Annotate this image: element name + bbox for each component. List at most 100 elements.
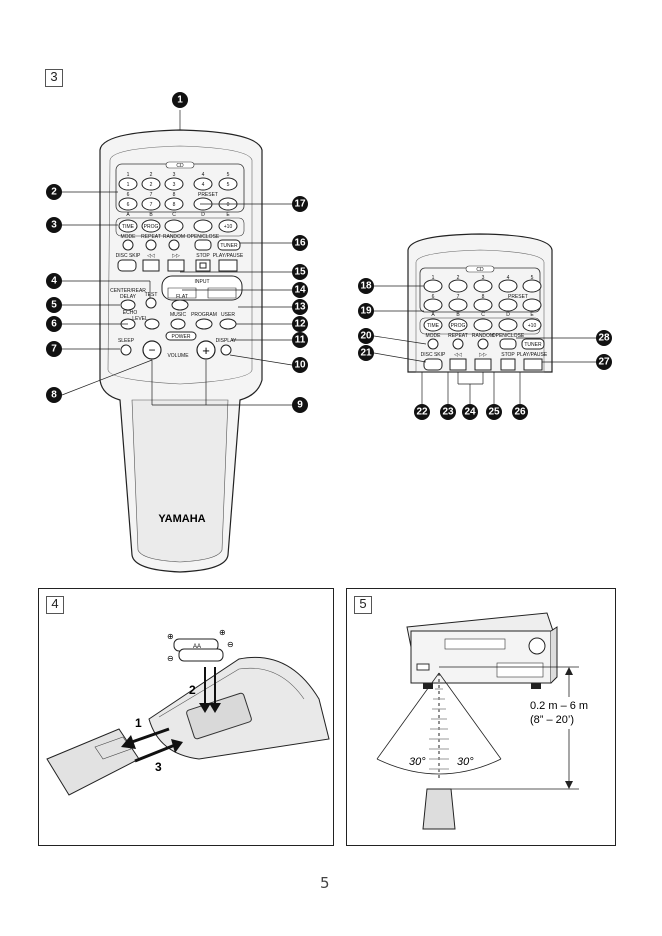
svg-text:STOP: STOP bbox=[501, 352, 515, 358]
callout-20: 20 bbox=[360, 331, 372, 342]
svg-text:PLAY/PAUSE: PLAY/PAUSE bbox=[517, 352, 548, 358]
svg-text:+10: +10 bbox=[528, 323, 537, 329]
svg-text:TUNER: TUNER bbox=[524, 342, 542, 348]
svg-text:A: A bbox=[126, 212, 130, 218]
callout-13: 13 bbox=[294, 302, 306, 313]
digit-label: 5 bbox=[227, 172, 230, 178]
digit-row-1: 1 2 3 4 5 1 2 3 4 5 bbox=[118, 172, 238, 191]
svg-text:6: 6 bbox=[127, 202, 130, 208]
callout-8: 8 bbox=[51, 390, 57, 401]
figure-5-panel: 5 30° 30° 0.2 m bbox=[346, 588, 616, 846]
svg-text:⊕: ⊕ bbox=[167, 632, 174, 641]
callout-27: 27 bbox=[598, 357, 610, 368]
callout-5: 5 bbox=[51, 300, 57, 311]
callout-19: 19 bbox=[360, 306, 372, 317]
svg-text:D: D bbox=[201, 212, 205, 218]
svg-text:REPEAT: REPEAT bbox=[448, 333, 468, 339]
callout-11: 11 bbox=[295, 335, 306, 346]
svg-text:PROG: PROG bbox=[451, 323, 466, 329]
svg-text:⊖: ⊖ bbox=[227, 640, 234, 649]
callout-15: 15 bbox=[294, 267, 306, 278]
svg-text:TIME: TIME bbox=[122, 224, 135, 230]
remote-diagram-small: CD 1 2 3 4 5 6 7 8 PRESET A B C D E TIME… bbox=[358, 233, 612, 420]
svg-text:◁◁: ◁◁ bbox=[454, 352, 462, 358]
mode-row: MODE REPEAT RANDOM OPEN/CLOSE TUNER bbox=[121, 234, 241, 251]
svg-text:TIME: TIME bbox=[427, 323, 440, 329]
svg-text:E: E bbox=[226, 212, 230, 218]
letter-row: A B C D E TIME PROG +10 bbox=[115, 212, 245, 237]
svg-text:5: 5 bbox=[531, 275, 534, 281]
callouts-right-large: 17 16 15 14 13 12 11 10 9 bbox=[292, 196, 308, 413]
digit-button-1: 1 bbox=[127, 182, 130, 188]
digit-label: 2 bbox=[150, 172, 153, 178]
callout-3: 3 bbox=[51, 220, 57, 231]
svg-text:1: 1 bbox=[432, 275, 435, 281]
svg-text:4: 4 bbox=[507, 275, 510, 281]
svg-text:REPEAT: REPEAT bbox=[141, 234, 161, 240]
svg-text:▷▷: ▷▷ bbox=[172, 253, 180, 259]
svg-text:PROG: PROG bbox=[144, 224, 159, 230]
figure-4-panel: 4 AA ⊕ ⊖ ⊕ ⊖ 2 1 3 bbox=[38, 588, 334, 846]
digit-label: 3 bbox=[173, 172, 176, 178]
svg-text:CD: CD bbox=[476, 267, 484, 273]
angle-left-label: 30° bbox=[409, 756, 426, 768]
digit-label: 6 bbox=[127, 192, 130, 198]
svg-text:CENTER/REAR: CENTER/REAR bbox=[110, 288, 146, 294]
svg-text:AA: AA bbox=[193, 644, 201, 650]
svg-text:RANDOM: RANDOM bbox=[163, 234, 185, 240]
digit-label: 8 bbox=[173, 192, 176, 198]
distance-imperial-label: (8” – 20’) bbox=[530, 714, 574, 726]
operating-range-diagram: 30° 30° 0.2 m – 6 m (8” – 20’) bbox=[376, 612, 595, 830]
callout-17: 17 bbox=[294, 199, 306, 210]
callout-24: 24 bbox=[464, 407, 476, 418]
input-label: INPUT bbox=[195, 279, 210, 285]
svg-text:+: + bbox=[202, 343, 210, 358]
svg-text:3: 3 bbox=[482, 275, 485, 281]
callout-16: 16 bbox=[294, 238, 306, 249]
callout-21: 21 bbox=[360, 348, 372, 359]
figure-number-3: 3 bbox=[45, 69, 63, 87]
svg-text:POWER: POWER bbox=[172, 334, 191, 340]
svg-text:TEST: TEST bbox=[145, 292, 158, 298]
svg-text:RANDOM: RANDOM bbox=[472, 333, 494, 339]
brand-logo: YAMAHA bbox=[158, 513, 205, 525]
callout-18: 18 bbox=[360, 281, 372, 292]
svg-text:8: 8 bbox=[173, 202, 176, 208]
svg-text:SLEEP: SLEEP bbox=[118, 338, 135, 344]
cd-section-label: CD bbox=[176, 163, 184, 169]
preset-label: PRESET bbox=[198, 192, 218, 198]
callout-25: 25 bbox=[488, 407, 500, 418]
callout-2: 2 bbox=[51, 187, 57, 198]
svg-text:MODE: MODE bbox=[426, 333, 442, 339]
callout-14: 14 bbox=[294, 285, 306, 296]
svg-text:DELAY: DELAY bbox=[120, 294, 137, 300]
svg-text:A: A bbox=[431, 312, 435, 318]
digit-button-5: 5 bbox=[227, 182, 230, 188]
callout-23: 23 bbox=[442, 407, 454, 418]
callout-7: 7 bbox=[51, 344, 57, 355]
svg-text:B: B bbox=[149, 212, 153, 218]
callout-26: 26 bbox=[514, 407, 526, 418]
svg-text:7: 7 bbox=[150, 202, 153, 208]
svg-text:B: B bbox=[456, 312, 460, 318]
remote-diagram-large: CD 1 2 3 4 5 1 2 3 4 5 6 7 8 PRESET 6 7 … bbox=[46, 92, 612, 573]
step-3-label: 3 bbox=[155, 760, 162, 774]
callout-12: 12 bbox=[294, 319, 306, 330]
svg-text:ECHO: ECHO bbox=[123, 310, 138, 316]
digit-button-3: 3 bbox=[173, 182, 176, 188]
svg-text:PLAY/PAUSE: PLAY/PAUSE bbox=[213, 253, 244, 259]
svg-text:USER: USER bbox=[221, 312, 235, 318]
battery-icon: AA ⊕ ⊖ ⊕ ⊖ bbox=[167, 628, 234, 663]
svg-text:MODE: MODE bbox=[121, 234, 137, 240]
step-1-label: 1 bbox=[135, 716, 142, 730]
distance-metric-label: 0.2 m – 6 m bbox=[530, 700, 588, 712]
svg-text:+10: +10 bbox=[224, 224, 233, 230]
svg-text:−: − bbox=[148, 343, 155, 357]
svg-text:VOLUME: VOLUME bbox=[167, 353, 189, 359]
digit-label: 7 bbox=[150, 192, 153, 198]
page-number: 5 bbox=[320, 874, 330, 892]
svg-text:OPEN/CLOSE: OPEN/CLOSE bbox=[187, 234, 220, 240]
svg-text:2: 2 bbox=[457, 275, 460, 281]
svg-text:⊖: ⊖ bbox=[167, 654, 174, 663]
step-2-label: 2 bbox=[189, 683, 196, 697]
